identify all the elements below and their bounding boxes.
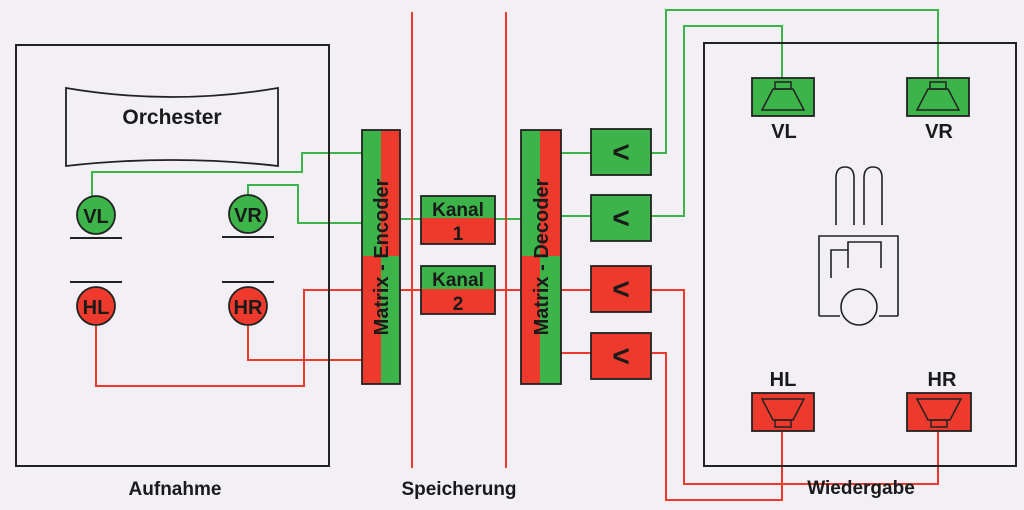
svg-text:HL: HL [770, 369, 797, 391]
svg-text:<: < [612, 340, 630, 373]
channel-1-block: Kanal 1 [420, 195, 496, 245]
recording-section: Orchester VL VR HL HR [15, 44, 330, 467]
encoder-label: Matrix - Encoder [371, 178, 393, 335]
svg-text:2: 2 [453, 294, 464, 315]
speaker-rear-right: HR [906, 369, 972, 432]
wire-amp1-to-speaker-vr [651, 9, 939, 154]
microphone-rear-left: HL [70, 281, 122, 326]
svg-text:HL: HL [83, 297, 110, 319]
recording-room-box [15, 44, 330, 467]
svg-text:HR: HR [928, 369, 957, 391]
storage-caption: Speicherung [401, 479, 516, 500]
svg-text:VR: VR [925, 121, 953, 143]
svg-text:VR: VR [234, 205, 262, 227]
wire-vr-mic-to-encoder [247, 184, 362, 224]
matrix-decoder: Matrix - Decoder [520, 129, 562, 385]
speaker-rear-left: HL [751, 369, 815, 432]
svg-text:HR: HR [234, 297, 263, 319]
svg-text:<: < [612, 136, 630, 169]
svg-text:1: 1 [453, 224, 464, 245]
microphone-front-left: VL [70, 195, 122, 239]
wire-amp4-to-speaker-hl [651, 352, 783, 501]
listener-armchair-icon [818, 166, 899, 326]
orchestra-stage [65, 86, 279, 168]
speaker-front-left: VL [751, 77, 815, 143]
microphone-front-right: VR [222, 194, 274, 238]
speaker-front-right: VR [906, 77, 970, 143]
svg-text:Kanal: Kanal [432, 270, 484, 291]
wire-hl-mic-to-encoder [95, 289, 362, 387]
matrix-encoder: Matrix - Encoder [361, 129, 401, 385]
decoder-label: Matrix - Decoder [531, 178, 553, 335]
svg-text:VL: VL [83, 206, 109, 228]
playback-section: VL VR HL HR [703, 42, 1017, 467]
channel-2-block: Kanal 2 [420, 265, 496, 315]
svg-text:<: < [612, 202, 630, 235]
orchestra-label: Orchester [122, 106, 221, 129]
recording-caption: Aufnahme [129, 479, 222, 500]
svg-text:Kanal: Kanal [432, 200, 484, 221]
amplifier-4: < [590, 332, 652, 380]
svg-text:VL: VL [771, 121, 797, 143]
amplifier-3: < [590, 265, 652, 313]
wire-vl-mic-to-encoder [91, 152, 362, 196]
playback-room-box [703, 42, 1017, 467]
microphone-rear-right: HR [222, 281, 274, 326]
wire-hr-mic-to-encoder [247, 326, 362, 361]
amplifier-2: < [590, 194, 652, 242]
svg-text:<: < [612, 273, 630, 306]
amplifier-1: < [590, 128, 652, 176]
wire-amp2-to-speaker-vl [651, 25, 783, 217]
playback-caption: Wiedergabe [807, 478, 915, 499]
